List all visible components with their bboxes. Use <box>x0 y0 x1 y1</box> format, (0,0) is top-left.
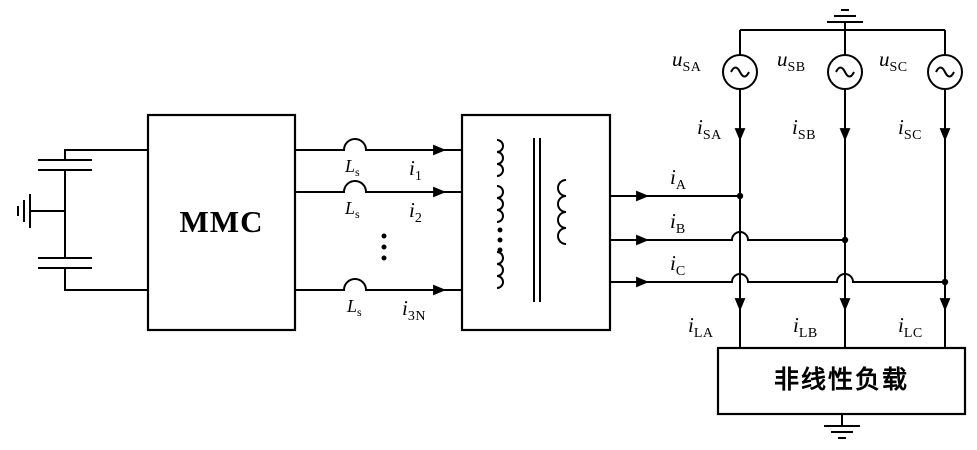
var-subscript: SC <box>903 128 922 143</box>
ground-icon-bottom <box>824 414 860 439</box>
var-symbol: i <box>697 115 703 139</box>
mmc-output-wires <box>295 138 462 296</box>
var-subscript: SA <box>682 60 702 75</box>
var-symbol: i <box>670 251 676 275</box>
label-isb: iSB <box>792 117 816 143</box>
var-subscript: s <box>357 305 363 319</box>
primary-winding-2 <box>496 185 504 223</box>
label-ls-3: Ls <box>347 297 362 318</box>
grid-phase-c <box>927 30 963 348</box>
label-ic: iC <box>670 253 686 279</box>
var-subscript: SA <box>702 128 722 143</box>
transformer-core <box>533 138 541 302</box>
grid-phase-a <box>722 30 758 348</box>
secondary-winding <box>557 179 567 245</box>
label-usb: uSB <box>777 49 806 75</box>
var-symbol: L <box>345 156 356 176</box>
var-subscript: SB <box>787 60 806 75</box>
var-subscript: B <box>675 222 686 237</box>
mmc-box <box>146 113 297 332</box>
mmc-output-wire-3 <box>295 278 447 296</box>
var-symbol: i <box>409 156 415 180</box>
var-subscript: 1 <box>414 169 423 184</box>
label-i1: i1 <box>409 158 422 184</box>
var-subscript: C <box>675 264 686 279</box>
label-ib: iB <box>670 211 686 237</box>
mmc-block <box>146 113 297 332</box>
mmc-label: MMC <box>179 204 264 239</box>
ac-grid <box>722 9 963 348</box>
label-isc: iSC <box>898 117 922 143</box>
var-subscript: SB <box>797 128 816 143</box>
transformer-block <box>460 113 612 332</box>
var-symbol: i <box>670 209 676 233</box>
var-subscript: s <box>355 207 361 221</box>
label-ilb: iLB <box>793 315 818 341</box>
var-symbol: i <box>409 198 415 222</box>
label-isa: iSA <box>697 117 722 143</box>
load-block <box>716 346 967 439</box>
var-symbol: u <box>879 47 890 71</box>
ground-icon-left <box>17 194 31 228</box>
ground-icon-top <box>827 9 863 30</box>
primary-winding-3 <box>496 251 504 289</box>
ellipsis-dots-wires <box>381 233 387 261</box>
label-usa: uSA <box>672 49 701 75</box>
ellipsis-dots-windings <box>497 227 503 253</box>
var-symbol: i <box>898 313 904 337</box>
phase-c-wire <box>648 273 945 283</box>
var-symbol: i <box>402 296 408 320</box>
phase-wires <box>610 190 949 288</box>
label-ila: iLA <box>688 315 714 341</box>
load-box <box>716 346 967 416</box>
var-subscript: LB <box>798 326 818 341</box>
dc-capacitor-top <box>38 159 92 171</box>
var-subscript: 2 <box>414 211 423 226</box>
sine-icon-c <box>935 66 955 78</box>
var-symbol: i <box>898 115 904 139</box>
var-symbol: u <box>777 47 788 71</box>
label-i3n: i3N <box>402 298 426 324</box>
transformer-box <box>460 113 612 332</box>
dc-link <box>17 149 148 291</box>
mmc-output-wire-1 <box>295 138 447 156</box>
var-symbol: i <box>670 165 676 189</box>
label-ls-2: Ls <box>345 199 360 220</box>
var-subscript: LC <box>903 326 923 341</box>
primary-winding-1 <box>496 139 504 177</box>
var-symbol: i <box>793 313 799 337</box>
var-symbol: u <box>672 47 683 71</box>
var-subscript: SC <box>889 60 908 75</box>
mmc-output-wire-2 <box>295 180 447 198</box>
label-ls-1: Ls <box>345 157 360 178</box>
var-subscript: s <box>355 165 361 179</box>
nonlinear-load-label: 非线性负载 <box>773 365 909 394</box>
var-symbol: L <box>345 198 356 218</box>
var-symbol: i <box>688 313 694 337</box>
sine-icon-a <box>730 66 750 78</box>
dc-capacitor-bottom <box>38 257 92 269</box>
label-i2: i2 <box>409 200 422 226</box>
var-subscript: A <box>675 178 687 193</box>
var-symbol: L <box>347 296 358 316</box>
dc-wires <box>30 149 148 291</box>
sine-icon-b <box>835 66 855 78</box>
label-ia: iA <box>670 167 686 193</box>
label-ilc: iLC <box>898 315 923 341</box>
grid-phase-b <box>827 30 863 348</box>
var-subscript: 3N <box>407 309 426 324</box>
var-symbol: i <box>792 115 798 139</box>
label-usc: uSC <box>879 49 908 75</box>
var-subscript: LA <box>693 326 714 341</box>
